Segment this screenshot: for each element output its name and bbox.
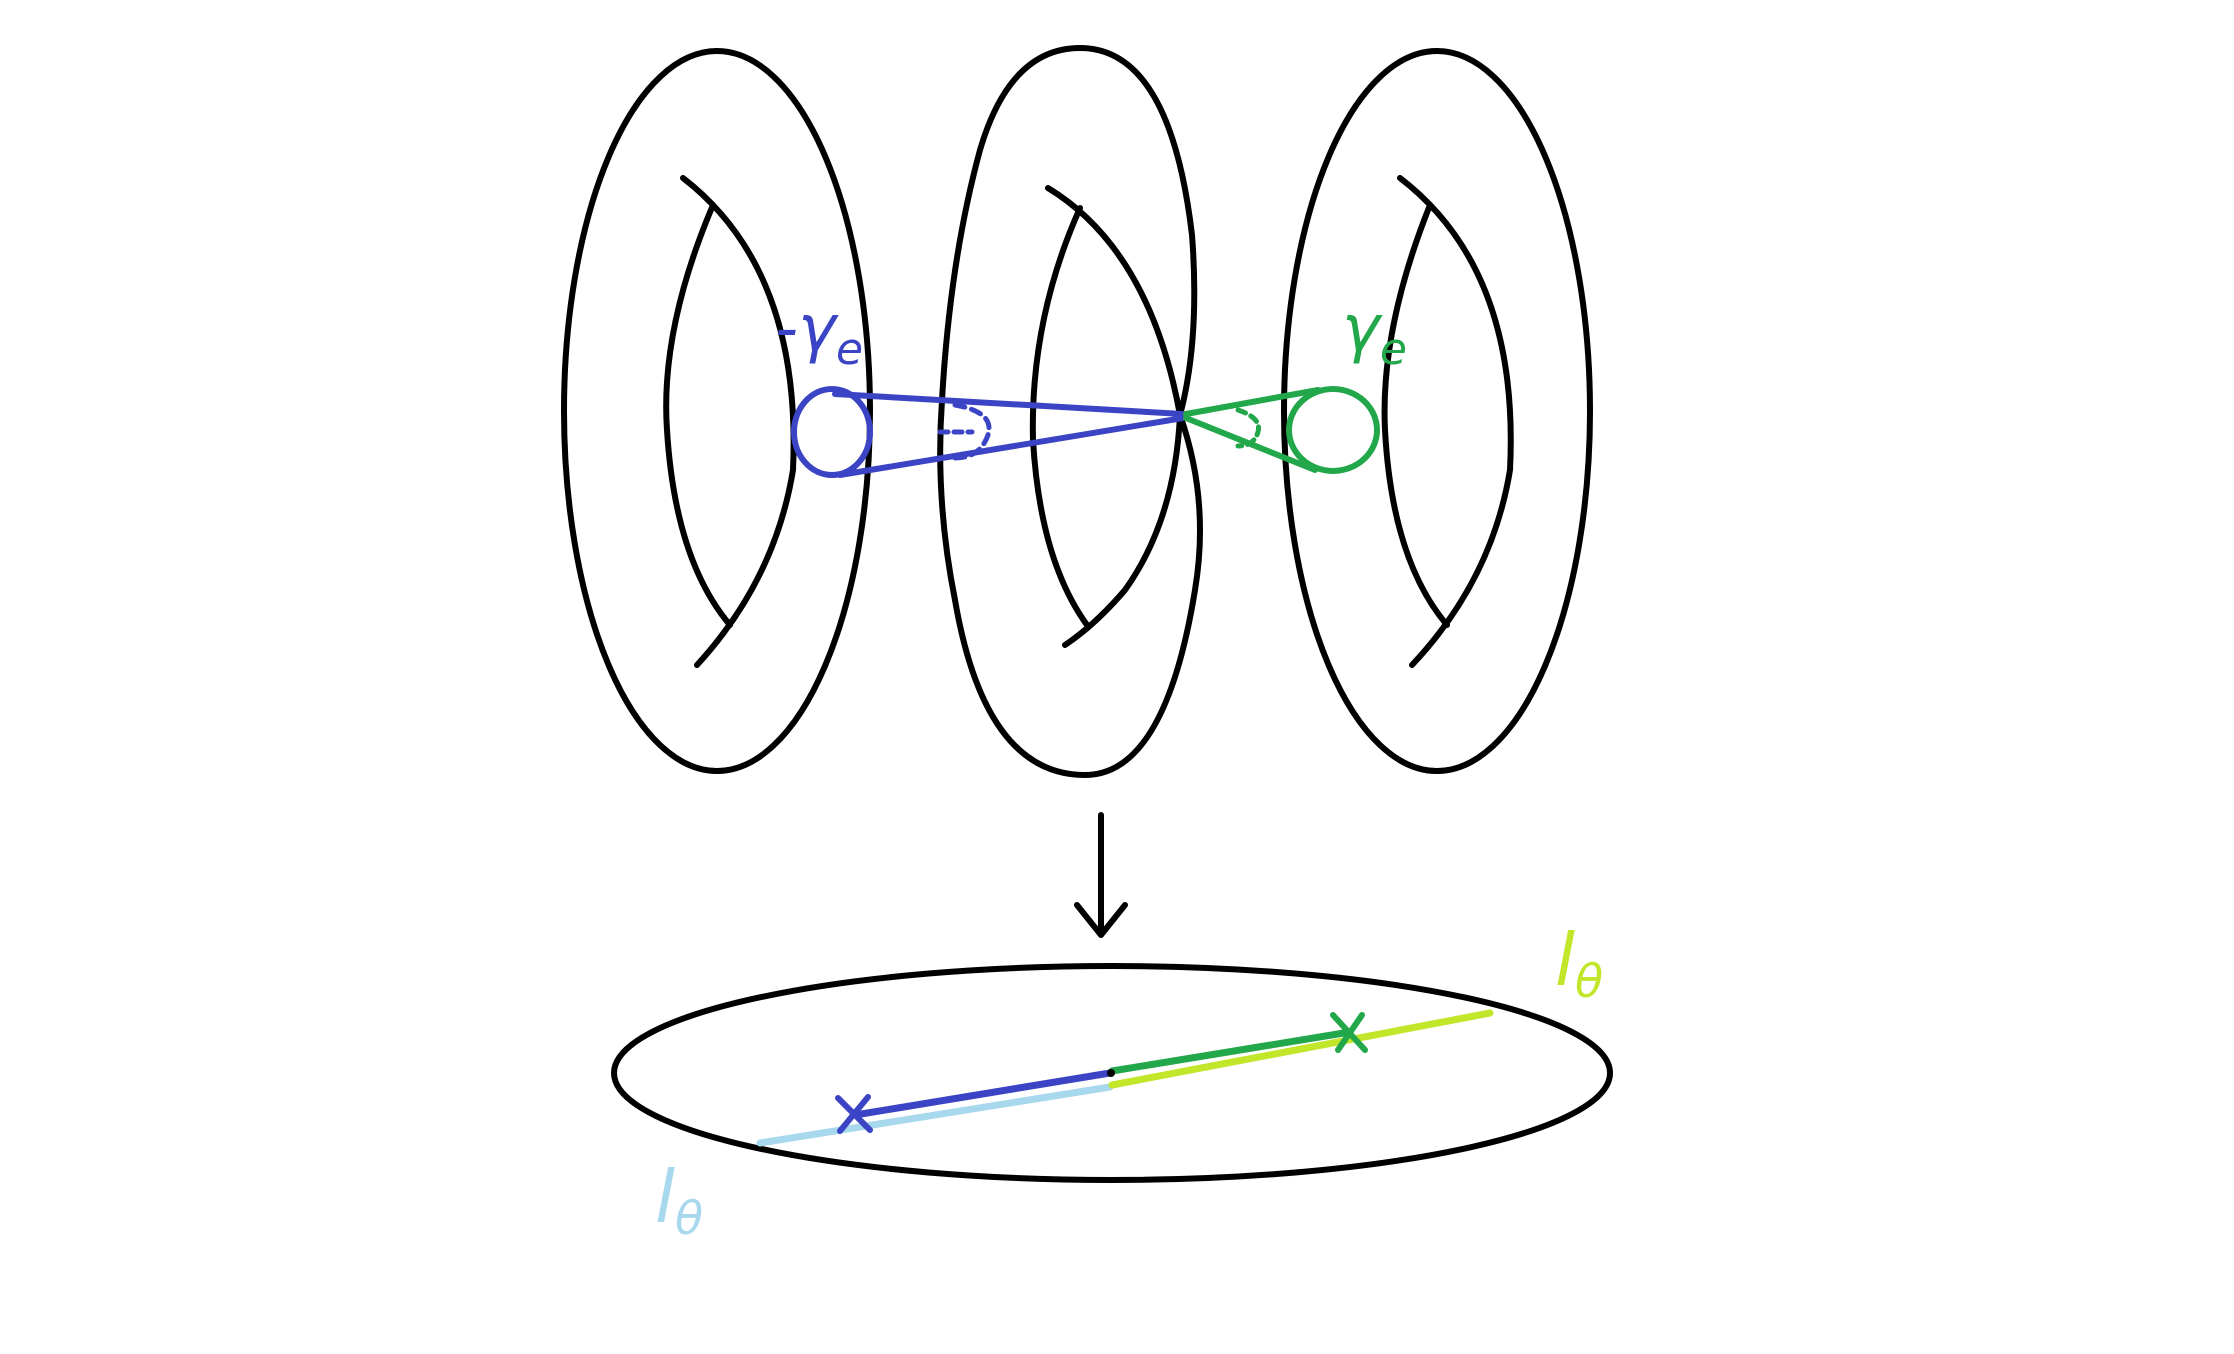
- torus-right: [1281, 48, 1593, 774]
- arrow-head: [1074, 902, 1128, 938]
- torus-left-inner-front: [663, 202, 733, 628]
- base-disc-outline: [611, 963, 1613, 1183]
- blue-loop-circle: [791, 386, 873, 478]
- torus-left-outer: [561, 48, 873, 774]
- base-disc: [611, 963, 1613, 1183]
- blue-cone: [791, 386, 1186, 478]
- blue-segment: [851, 1069, 1114, 1119]
- green-segment: [1108, 1028, 1354, 1075]
- projection-arrow: [1074, 812, 1128, 938]
- green-loop-circle: [1286, 386, 1380, 474]
- green-cone: [1183, 386, 1380, 474]
- blue-cone-top-edge: [832, 391, 1186, 417]
- blue-cone-bottom-edge: [837, 415, 1186, 478]
- green-cross-marker: [1330, 1012, 1368, 1053]
- green-cone-dashed-section: [1235, 407, 1262, 449]
- lime-ray: [1108, 1009, 1494, 1089]
- label-l-theta-lower: lθ: [655, 1155, 703, 1245]
- torus-right-outer: [1281, 48, 1593, 774]
- torus-middle-inner-back: [1045, 185, 1183, 648]
- torus-right-inner-back: [1397, 175, 1514, 668]
- torus-left-inner-back: [680, 175, 797, 668]
- torus-middle-inner-front: [1029, 205, 1090, 628]
- label-l-theta-upper: lθ: [1555, 918, 1603, 1008]
- torus-right-inner-front: [1381, 202, 1450, 628]
- origin-point: [1107, 1069, 1115, 1077]
- light-blue-ray: [756, 1083, 1114, 1147]
- torus-middle-outer: [937, 45, 1203, 778]
- label-minus-gamma-e: -γe: [775, 292, 863, 375]
- green-cone-top-edge: [1183, 387, 1321, 417]
- label-gamma-e: γe: [1342, 292, 1407, 375]
- torus-middle: [937, 45, 1203, 778]
- torus-left: [561, 48, 873, 774]
- blue-cone-dashed-section: [952, 402, 992, 461]
- blue-cross-marker: [835, 1094, 873, 1134]
